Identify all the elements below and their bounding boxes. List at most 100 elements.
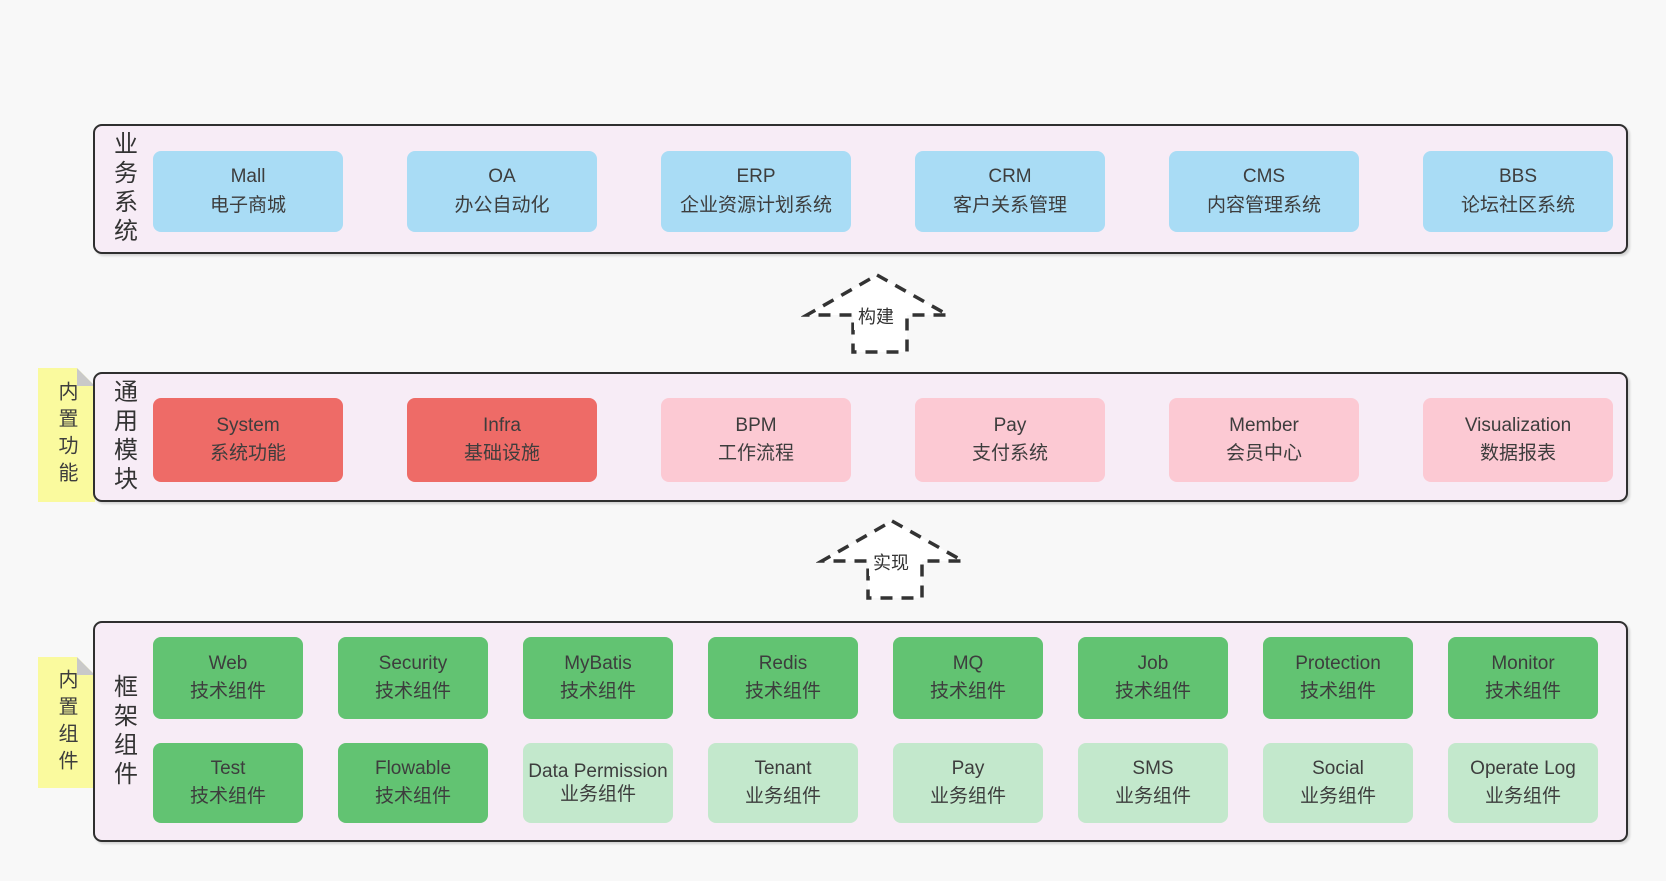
box-security: Security 技术组件 [338, 637, 488, 719]
box-erp: ERP 企业资源计划系统 [661, 151, 851, 232]
box-web: Web 技术组件 [153, 637, 303, 719]
box-title: CRM [988, 166, 1032, 187]
box-title: Protection [1295, 652, 1381, 674]
box-title: Visualization [1464, 414, 1572, 436]
box-title: ERP [736, 166, 776, 187]
folded-corner-icon [77, 368, 95, 386]
note-built-in-components-label: 内置组件 [55, 668, 77, 777]
note-built-in-features: 内置功能 [38, 368, 95, 502]
box-title: Web [208, 652, 248, 674]
box-mybatis: MyBatis 技术组件 [523, 637, 673, 719]
note-built-in-features-label: 内置功能 [55, 381, 77, 489]
box-infra: Infra 基础设施 [407, 398, 597, 482]
band-business-systems: 业务系统 Mall 电子商城 OA 办公自动化 ERP 企业资源计划系统 CRM… [93, 124, 1628, 254]
box-subtitle: 系统功能 [209, 443, 286, 464]
box-title: Pay [951, 757, 985, 779]
box-sms: SMS 业务组件 [1078, 743, 1228, 823]
box-subtitle: 业务组件 [1299, 786, 1376, 807]
box-visualization: Visualization 数据报表 [1423, 398, 1613, 482]
box-monitor: Monitor 技术组件 [1448, 637, 1598, 719]
box-redis: Redis 技术组件 [708, 637, 858, 719]
box-title: MyBatis [564, 652, 632, 674]
band-modules-label: 通用模块 [109, 379, 137, 495]
box-tenant: Tenant 业务组件 [708, 743, 858, 823]
box-subtitle: 客户关系管理 [952, 194, 1067, 216]
box-member: Member 会员中心 [1169, 398, 1359, 482]
box-title: Test [210, 757, 246, 779]
box-crm: CRM 客户关系管理 [915, 151, 1105, 232]
box-title: OA [488, 166, 516, 187]
box-subtitle: 支付系统 [971, 443, 1048, 464]
box-subtitle: 企业资源计划系统 [679, 194, 832, 216]
band-business-label: 业务系统 [109, 131, 137, 247]
box-subtitle: 业务组件 [744, 786, 821, 807]
box-subtitle: 技术组件 [744, 681, 821, 702]
band-framework-components: 框架组件 Web 技术组件 Security 技术组件 MyBatis 技术组件… [93, 621, 1628, 842]
box-subtitle: 电子商城 [209, 194, 286, 216]
box-subtitle: 基础设施 [463, 443, 540, 464]
box-subtitle: 技术组件 [1484, 681, 1561, 702]
box-title: Pay [993, 414, 1027, 436]
box-title: Tenant [754, 757, 812, 779]
box-title: Member [1229, 414, 1299, 436]
box-subtitle: 业务组件 [559, 784, 636, 805]
box-operate-log: Operate Log 业务组件 [1448, 743, 1598, 823]
box-subtitle: 技术组件 [929, 681, 1006, 702]
box-protection: Protection 技术组件 [1263, 637, 1413, 719]
box-cms: CMS 内容管理系统 [1169, 151, 1359, 232]
box-subtitle: 技术组件 [189, 681, 266, 702]
box-subtitle: 技术组件 [374, 681, 451, 702]
note-built-in-components: 内置组件 [38, 657, 95, 788]
box-title: BPM [735, 414, 777, 436]
box-subtitle: 业务组件 [1114, 786, 1191, 807]
box-subtitle: 技术组件 [1299, 681, 1376, 702]
box-title: System [216, 414, 280, 436]
box-title: Job [1137, 652, 1169, 674]
box-subtitle: 业务组件 [1484, 786, 1561, 807]
box-social: Social 业务组件 [1263, 743, 1413, 823]
arrow-implement-label: 实现 [869, 548, 913, 576]
band-common-modules: 通用模块 System 系统功能 Infra 基础设施 BPM 工作流程 Pay… [93, 372, 1628, 502]
box-mall: Mall 电子商城 [153, 151, 343, 232]
box-subtitle: 技术组件 [559, 681, 636, 702]
box-pay-module: Pay 支付系统 [915, 398, 1105, 482]
arrow-build: 构建 [801, 270, 951, 356]
box-title: BBS [1498, 166, 1538, 187]
box-title: Operate Log [1470, 757, 1576, 779]
box-flowable: Flowable 技术组件 [338, 743, 488, 823]
box-subtitle: 技术组件 [1114, 681, 1191, 702]
box-subtitle: 内容管理系统 [1206, 194, 1321, 216]
arrow-implement: 实现 [816, 516, 966, 602]
box-subtitle: 技术组件 [374, 786, 451, 807]
box-data-permission: Data Permission 业务组件 [523, 743, 673, 823]
arrow-build-label: 构建 [854, 302, 898, 330]
folded-corner-icon [77, 657, 95, 675]
box-title: SMS [1132, 757, 1174, 779]
box-title: Social [1312, 757, 1364, 779]
box-test: Test 技术组件 [153, 743, 303, 823]
box-title: Redis [758, 652, 808, 674]
box-title: Infra [482, 414, 522, 436]
box-subtitle: 论坛社区系统 [1460, 194, 1575, 216]
box-title: Flowable [374, 757, 452, 779]
box-title: Mall [230, 166, 266, 187]
box-system: System 系统功能 [153, 398, 343, 482]
box-title: Monitor [1491, 652, 1555, 674]
box-subtitle: 工作流程 [717, 443, 794, 464]
box-subtitle: 技术组件 [189, 786, 266, 807]
box-oa: OA 办公自动化 [407, 151, 597, 232]
box-bpm: BPM 工作流程 [661, 398, 851, 482]
box-job: Job 技术组件 [1078, 637, 1228, 719]
band-framework-label: 框架组件 [109, 673, 137, 790]
box-mq: MQ 技术组件 [893, 637, 1043, 719]
box-bbs: BBS 论坛社区系统 [1423, 151, 1613, 232]
box-subtitle: 数据报表 [1479, 443, 1556, 464]
box-subtitle: 会员中心 [1225, 443, 1302, 464]
box-title: CMS [1242, 166, 1286, 187]
box-title: Security [378, 652, 448, 674]
box-title: MQ [952, 652, 984, 674]
box-pay-component: Pay 业务组件 [893, 743, 1043, 823]
box-subtitle: 办公自动化 [454, 194, 550, 216]
box-title: Data Permission [528, 760, 668, 782]
